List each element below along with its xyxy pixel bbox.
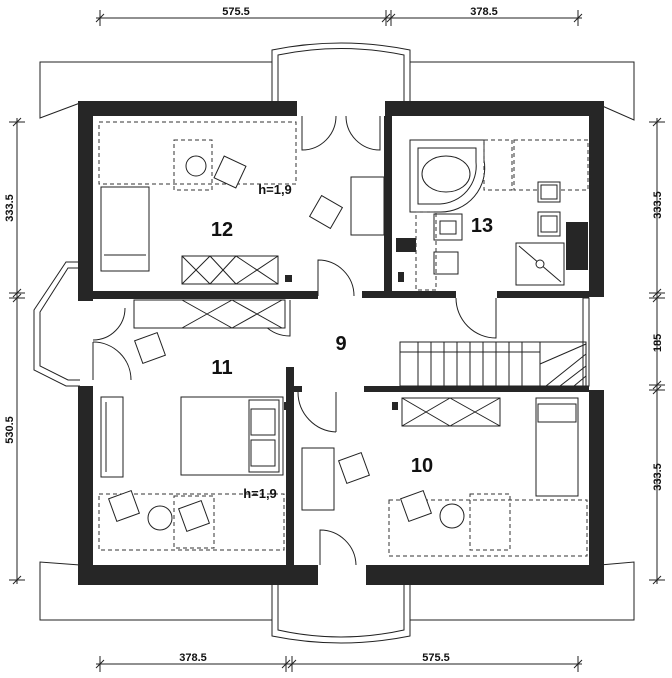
room-label-10: 10	[411, 455, 433, 477]
dim-top-left: 575.5	[222, 6, 250, 18]
room-10-furniture	[301, 397, 588, 557]
dimension-lines	[9, 10, 665, 672]
roof-outline	[33, 42, 635, 644]
walls	[78, 101, 604, 585]
dim-right-middle: 185	[652, 334, 664, 352]
dim-left-top: 333.5	[4, 194, 16, 222]
dim-right-bottom: 333.5	[652, 463, 664, 491]
room-12-furniture	[98, 121, 385, 285]
height-note-room-11: h=1,9	[243, 486, 277, 501]
room-13-furniture	[398, 139, 589, 291]
room-label-11: 11	[211, 357, 232, 379]
room-label-13: 13	[471, 215, 493, 237]
staircase	[399, 297, 590, 387]
dim-bottom-left: 378.5	[179, 652, 207, 664]
height-note-room-12: h=1,9	[258, 182, 292, 197]
dim-top-right: 378.5	[470, 6, 498, 18]
dim-right-top: 333.5	[652, 191, 664, 219]
doors	[92, 115, 497, 566]
room-label-12: 12	[211, 219, 233, 241]
room-11-furniture	[98, 299, 290, 551]
dim-bottom-right: 575.5	[422, 652, 450, 664]
room-label-9: 9	[335, 333, 346, 355]
dim-left-bottom: 530.5	[4, 416, 16, 444]
